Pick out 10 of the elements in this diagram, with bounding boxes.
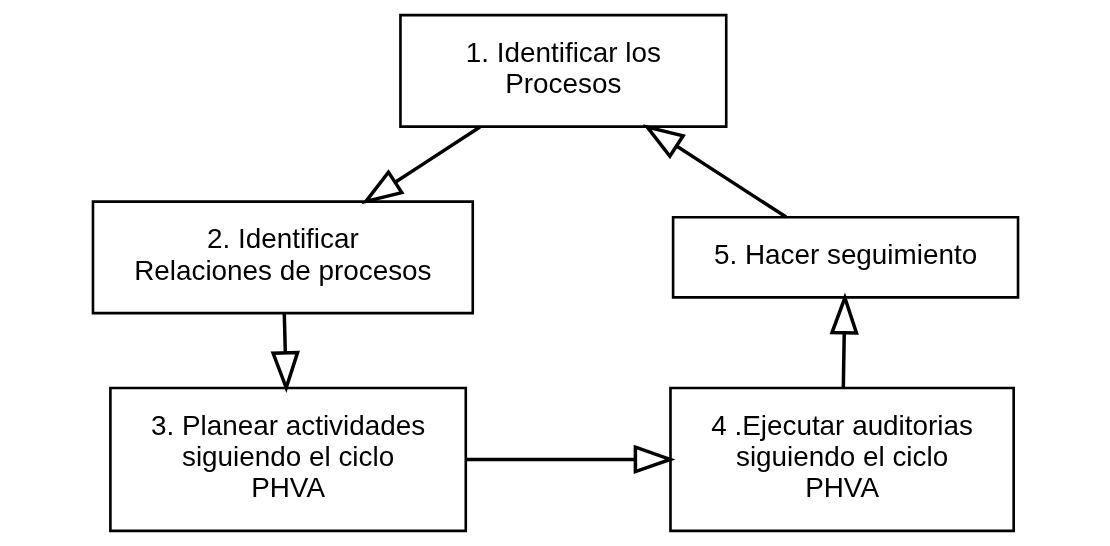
- node-box: 5. Hacer seguimiento: [671, 215, 1019, 299]
- arrow: [361, 125, 481, 205]
- node-box: 1. Identificar los Procesos: [398, 13, 728, 128]
- node-box: 4 .Ejecutar auditorias siguiendo el ciclo PHVA: [668, 386, 1015, 533]
- arrow: [829, 292, 859, 388]
- node-box: 2. Identificar Relaciones de procesos: [91, 200, 474, 315]
- node-box: 3. Planear actividades siguiendo el ciclo PHVA: [108, 386, 467, 533]
- arrow: [465, 444, 675, 475]
- arrow: [642, 124, 787, 219]
- arrow: [270, 313, 300, 394]
